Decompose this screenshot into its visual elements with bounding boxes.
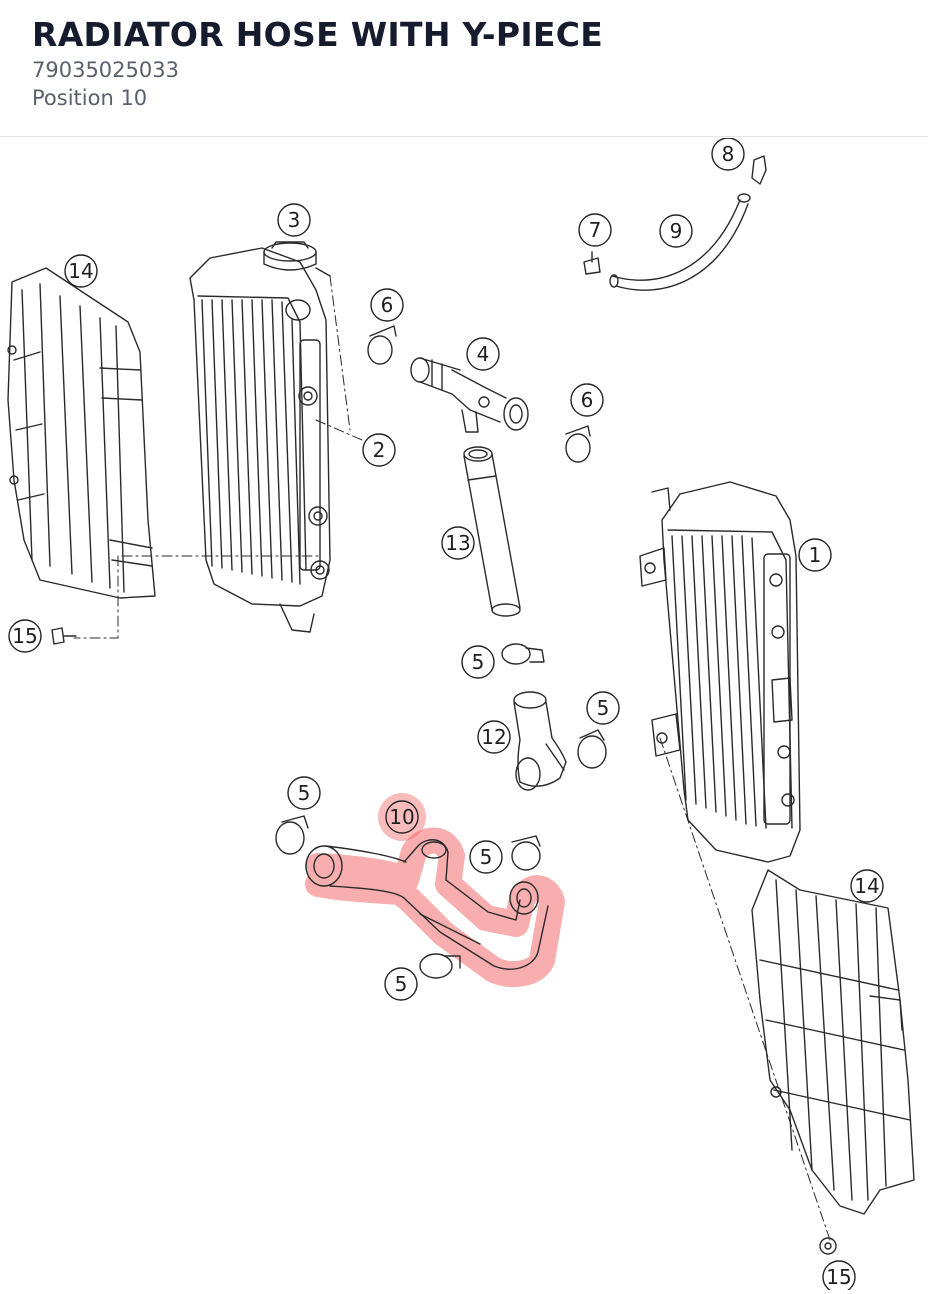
callout-6b[interactable]: 6 — [570, 383, 604, 417]
callout-1-label: 1 — [809, 543, 822, 567]
callout-15a-label: 15 — [12, 624, 37, 648]
callout-5c-label: 5 — [298, 781, 311, 805]
y-connector — [410, 357, 529, 433]
callout-12-label: 12 — [481, 725, 506, 749]
screw-15-right — [819, 1237, 837, 1255]
left-radiator — [189, 247, 331, 633]
callout-6a-label: 6 — [381, 293, 394, 317]
callout-5c[interactable]: 5 — [287, 776, 321, 810]
radiator-hose-y-piece-highlight — [305, 827, 565, 988]
overflow-hose — [583, 155, 767, 291]
callout-6a[interactable]: 6 — [370, 288, 404, 322]
part-title: RADIATOR HOSE WITH Y-PIECE — [32, 15, 604, 54]
callout-15b-label: 15 — [826, 1265, 851, 1289]
callout-5b-label: 5 — [597, 696, 610, 720]
callout-4-label: 4 — [477, 342, 490, 366]
clamp-5-right — [577, 729, 607, 769]
right-radiator-guard — [751, 869, 915, 1215]
callout-5d-label: 5 — [480, 845, 493, 869]
callout-5d[interactable]: 5 — [469, 840, 503, 874]
callout-10-label: 10 — [389, 805, 414, 829]
callout-14b[interactable]: 14 — [850, 869, 884, 903]
callout-13[interactable]: 13 — [441, 526, 475, 560]
callout-2[interactable]: 2 — [362, 433, 396, 467]
part-number: 79035025033 — [32, 58, 179, 82]
callout-3[interactable]: 3 — [277, 203, 311, 237]
callout-8-label: 8 — [722, 142, 735, 166]
callout-9-label: 9 — [670, 219, 683, 243]
callout-5a[interactable]: 5 — [461, 645, 495, 679]
callout-5e-label: 5 — [395, 972, 408, 996]
screw-15-left — [51, 627, 77, 645]
callout-12[interactable]: 12 — [477, 720, 511, 754]
callout-4[interactable]: 4 — [466, 337, 500, 371]
assembly-lines — [73, 275, 831, 1241]
callout-5b[interactable]: 5 — [586, 691, 620, 725]
right-radiator — [639, 481, 801, 863]
callout-7-label: 7 — [589, 218, 602, 242]
callout-14a-label: 14 — [68, 259, 93, 283]
exploded-diagram: 1 2 3 4 5 5 5 5 — [0, 137, 928, 1294]
callout-14b-label: 14 — [854, 874, 879, 898]
callout-14a[interactable]: 14 — [64, 254, 98, 288]
elbow-hose — [513, 691, 567, 791]
clamps-6 — [367, 325, 591, 463]
callout-8[interactable]: 8 — [711, 137, 745, 171]
callout-10-highlighted[interactable]: 10 — [378, 793, 426, 841]
callout-markers: 1 2 3 4 5 5 5 5 — [8, 137, 884, 1294]
callout-3-label: 3 — [288, 208, 301, 232]
clamps-5-lower — [275, 815, 541, 979]
callout-2-label: 2 — [373, 438, 386, 462]
straight-pipe — [463, 446, 521, 617]
callout-1[interactable]: 1 — [798, 538, 832, 572]
callout-13-label: 13 — [445, 531, 470, 555]
part-header: RADIATOR HOSE WITH Y-PIECE 79035025033 P… — [0, 0, 928, 137]
clamp-5-upper — [501, 643, 545, 665]
callout-15a[interactable]: 15 — [8, 619, 42, 653]
part-position: Position 10 — [32, 86, 148, 110]
callout-5a-label: 5 — [472, 650, 485, 674]
callout-5e[interactable]: 5 — [384, 967, 418, 1001]
diagram-svg: 1 2 3 4 5 5 5 5 — [7, 137, 915, 1294]
callout-9[interactable]: 9 — [659, 214, 693, 248]
callout-6b-label: 6 — [581, 388, 594, 412]
left-radiator-guard — [7, 267, 156, 599]
callout-15b[interactable]: 15 — [822, 1260, 856, 1294]
radiator-cap — [263, 241, 331, 277]
callout-7[interactable]: 7 — [578, 213, 612, 247]
